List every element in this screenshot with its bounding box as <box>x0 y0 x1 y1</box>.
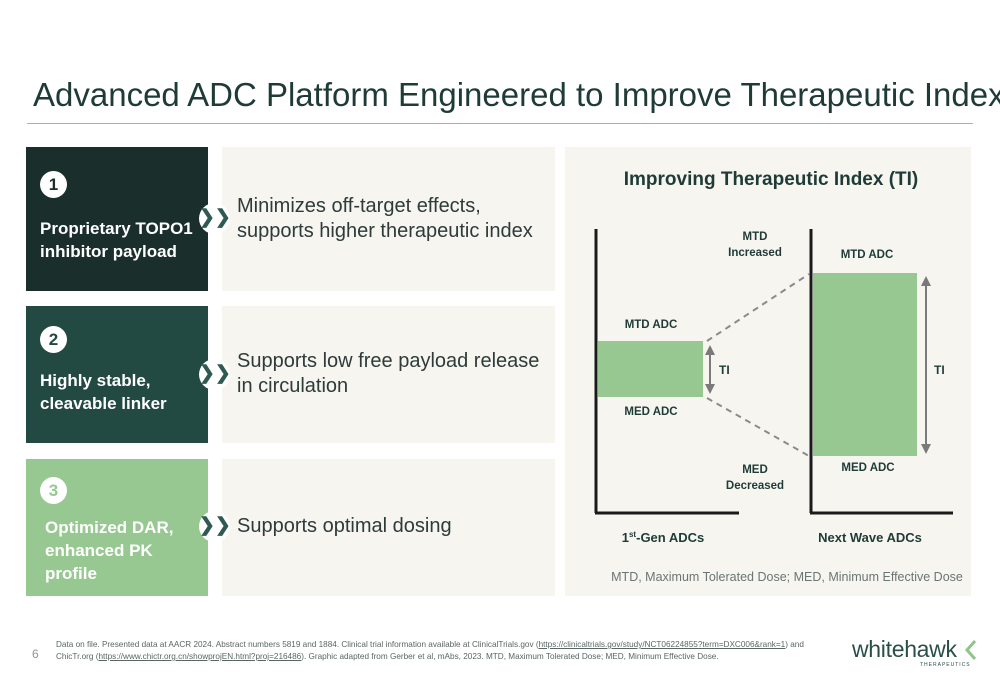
mtd-change-label-2: Increased <box>728 247 782 259</box>
right-med-label: MED ADC <box>841 462 894 474</box>
left-mtd-label: MTD ADC <box>625 319 678 331</box>
left-ti-bar <box>598 341 703 397</box>
chictr-link[interactable]: https://www.chictr.org.cn/showprojEN.htm… <box>98 652 302 661</box>
chevron-right-icon: ❯❯ <box>199 203 231 234</box>
clinicaltrials-link[interactable]: https://clinicaltrials.gov/study/NCT0622… <box>538 640 786 649</box>
mtd-increase-connector <box>706 273 810 342</box>
ti-diagram-panel: Improving Therapeutic Index (TI) MTD ADC… <box>565 147 971 596</box>
footnote: Data on file. Presented data at AACR 202… <box>56 640 804 661</box>
company-logo: whitehawk THERAPEUTICS <box>852 636 977 672</box>
feature-box-1: 1 Proprietary TOPO1 inhibitor payload <box>26 147 208 291</box>
feature-label-2: Highly stable, cleavable linker <box>40 371 167 413</box>
chevron-right-icon: ❯❯ <box>199 511 231 542</box>
diagram-title: Improving Therapeutic Index (TI) <box>624 169 919 190</box>
feature-label-3: Optimized DAR, enhanced PK profile <box>45 518 174 583</box>
left-ti-label: TI <box>719 363 730 377</box>
feature-desc-box-2: Supports low free payload release in cir… <box>222 306 555 443</box>
feature-box-3: 3 Optimized DAR, enhanced PK profile <box>26 459 208 596</box>
feature-desc-2: Supports low free payload release in cir… <box>237 350 540 397</box>
right-x-label: Next Wave ADCs <box>818 530 922 545</box>
title-divider <box>27 123 973 124</box>
ti-diagram: Improving Therapeutic Index (TI) MTD ADC… <box>594 169 963 584</box>
feature-number-1: 1 <box>40 171 67 198</box>
feature-number-3: 3 <box>40 477 67 504</box>
diagram-caption: MTD, Maximum Tolerated Dose; MED, Minimu… <box>611 570 963 584</box>
left-med-label: MED ADC <box>624 406 677 418</box>
feature-desc-1: Minimizes off-target effects, supports h… <box>237 195 533 242</box>
feature-label-1: Proprietary TOPO1 inhibitor payload <box>40 219 193 261</box>
med-decrease-connector <box>706 397 810 457</box>
right-ti-bar <box>813 273 917 456</box>
feature-box-2: 2 Highly stable, cleavable linker <box>26 306 208 443</box>
page-title: Advanced ADC Platform Engineered to Impr… <box>33 76 1000 113</box>
page-number: 6 <box>32 647 39 661</box>
mtd-change-label-1: MTD <box>743 231 768 243</box>
med-change-label-1: MED <box>742 464 768 476</box>
chevron-right-icon: ❯❯ <box>199 359 231 390</box>
logo-chevron-icon <box>964 640 977 660</box>
feature-desc-3: Supports optimal dosing <box>237 515 452 537</box>
med-change-label-2: Decreased <box>726 480 784 492</box>
feature-desc-box-1: Minimizes off-target effects, supports h… <box>222 147 555 291</box>
left-x-label: 1st-Gen ADCs <box>622 530 705 545</box>
feature-desc-box-3: Supports optimal dosing <box>222 459 555 596</box>
feature-number-2: 2 <box>40 326 67 353</box>
right-mtd-label: MTD ADC <box>841 249 894 261</box>
right-ti-label: TI <box>934 363 945 377</box>
